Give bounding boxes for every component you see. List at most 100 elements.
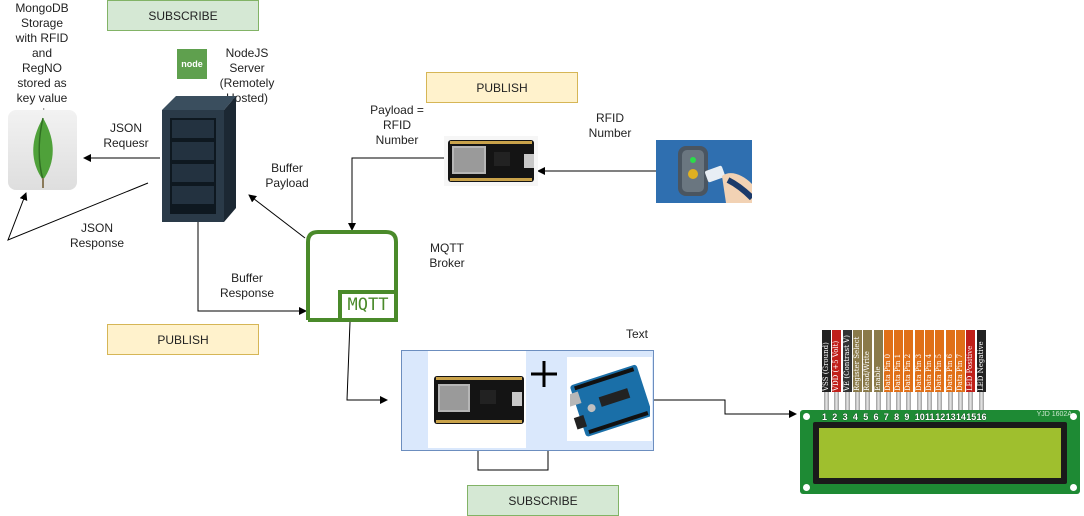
nodemcu-board-bottom (434, 376, 524, 424)
mongodb-leaf-icon (33, 117, 53, 188)
server-rack-icon (162, 96, 236, 222)
payload-label: Payload = RFID Number (370, 103, 424, 147)
lcd-pin-number: 12 (935, 412, 946, 422)
lcd-pin-3 (844, 392, 850, 410)
rfid-card-icon (678, 146, 755, 203)
lcd-model-label: YJD 1602A (1036, 411, 1072, 418)
mqtt-broker-label: MQTT Broker (429, 241, 465, 270)
publish-bottom-box: PUBLISH (107, 324, 259, 355)
lcd-pin-label-13: Data Pin 6 (945, 330, 955, 392)
broker-to-board-arrow (346, 321, 388, 404)
buffer-response-arrow (197, 222, 307, 315)
lcd-pin-12 (937, 392, 943, 410)
lcd-pin-label-15: LED Positive (966, 330, 976, 392)
lcd-pin-strip: VSS (Ground) 1 VDD (+5 Volt) 2 VE (Contrast … (822, 330, 1012, 422)
lcd-pin-label-10: Data Pin 3 (914, 330, 924, 392)
nodejs-server-label: NodeJS Server (Remotely Hosted) (219, 46, 275, 105)
lcd-pin-number: 10 (914, 412, 925, 422)
lcd-pin-2 (834, 392, 840, 410)
lcd-module: YJD 1602A (800, 410, 1080, 494)
lcd-pin-name: Data Pin 7 (955, 353, 964, 391)
lcd-pin-name: LED Negative (976, 341, 985, 391)
lcd-screen (819, 428, 1061, 478)
lcd-pin-number: 16 (976, 412, 987, 422)
lcd-pin-number: 3 (842, 412, 848, 422)
mongodb-icon (8, 110, 77, 190)
plus-sign (527, 357, 561, 391)
nodejs-logo-text: node (181, 59, 203, 69)
subscribe-bottom-box: SUBSCRIBE (467, 485, 619, 516)
lcd-pin-15 (968, 392, 974, 410)
lcd-pin-name: Data Pin 5 (935, 353, 944, 391)
rfid-number-label: RFID Number (588, 111, 632, 140)
json-request-label: JSON Requesr (103, 121, 149, 150)
buffer-payload-label: Buffer Payload (265, 161, 309, 190)
lcd-pin-label-3: VE (Contrast V) (842, 330, 852, 392)
lcd-pin-label-11: Data Pin 4 (925, 330, 934, 392)
lcd-pin-number: 6 (873, 412, 879, 422)
lcd-pin-label-5: Read/Write (863, 330, 873, 392)
json-response-arrow (7, 182, 149, 241)
lcd-pin-number: 2 (832, 412, 838, 422)
mqtt-broker-icon (306, 230, 398, 322)
lcd-mount-hole-tr (1070, 413, 1077, 420)
nodemcu-board-top (444, 136, 538, 186)
lcd-pin-label-8: Data Pin 1 (894, 330, 904, 392)
lcd-pin-label-12: Data Pin 5 (935, 330, 945, 392)
arduino-board (570, 364, 650, 437)
lcd-pin-label-16: LED Negative (976, 330, 986, 392)
lcd-pin-label-2: VDD (+5 Volt) (832, 330, 842, 392)
lcd-pin-label-9: Data Pin 2 (904, 330, 914, 392)
lcd-bezel (813, 422, 1067, 484)
lcd-pin-14 (957, 392, 963, 410)
lcd-pin-5 (865, 392, 871, 410)
lcd-pin-label-6: Enable (873, 330, 883, 392)
buffer-response-label: Buffer Response (219, 271, 275, 300)
lcd-pin-label-1: VSS (Ground) (822, 330, 831, 392)
json-response-label: JSON Response (69, 221, 125, 250)
lcd-pin-name: Data Pin 4 (925, 353, 933, 391)
lcd-pin-8 (896, 392, 902, 410)
mqtt-text: MQTT (347, 295, 389, 315)
publish-top-box: PUBLISH (426, 72, 578, 103)
lcd-pin-10 (916, 392, 922, 410)
lcd-pin-number: 7 (883, 412, 889, 422)
mongodb-storage-label: MongoDB Storage with RFID and RegNO stor… (15, 1, 69, 120)
lcd-pin-number: 4 (852, 412, 858, 422)
lcd-pin-name: VE (Contrast V) (842, 335, 851, 391)
lcd-mount-hole-br (1070, 484, 1077, 491)
lcd-pin-4 (854, 392, 860, 410)
arduino-to-lcd-arrow (653, 399, 797, 418)
lcd-pin-name: VDD (+5 Volt) (832, 340, 841, 391)
lcd-mount-hole-tl (803, 413, 810, 420)
lcd-pin-number: 15 (966, 412, 977, 422)
lcd-pin-number: 8 (894, 412, 900, 422)
lcd-pin-label-14: Data Pin 7 (955, 330, 965, 392)
lcd-pin-name: Enable (873, 366, 882, 391)
subscribe-top-box: SUBSCRIBE (107, 0, 259, 31)
lcd-pin-name: Data Pin 2 (904, 353, 913, 391)
lcd-pin-7 (885, 392, 891, 410)
lcd-pin-name: Data Pin 0 (883, 353, 892, 391)
lcd-pin-9 (906, 392, 912, 410)
plus-icon (531, 361, 557, 387)
lcd-pin-name: Data Pin 1 (894, 353, 903, 391)
lcd-pin-name: LED Positive (966, 345, 975, 391)
nodejs-logo: node (177, 49, 207, 79)
buffer-payload-arrow (248, 194, 306, 239)
lcd-pin-number: 5 (863, 412, 869, 422)
text-label: Text (625, 327, 648, 341)
lcd-pin-name: Data Pin 6 (945, 353, 954, 391)
lcd-pin-number: 1 (822, 412, 828, 422)
lcd-pin-label-7: Data Pin 0 (883, 330, 893, 392)
lcd-pin-number: 11 (925, 412, 935, 422)
lcd-pin-1 (824, 392, 829, 410)
lcd-pin-label-4: Register Select (852, 330, 862, 392)
lcd-pin-6 (875, 392, 881, 410)
lcd-pin-number: 14 (955, 412, 966, 422)
lcd-mount-hole-bl (803, 484, 810, 491)
lcd-pin-11 (927, 392, 932, 410)
lcd-pin-13 (947, 392, 953, 410)
rfid-reader-image (656, 140, 755, 203)
